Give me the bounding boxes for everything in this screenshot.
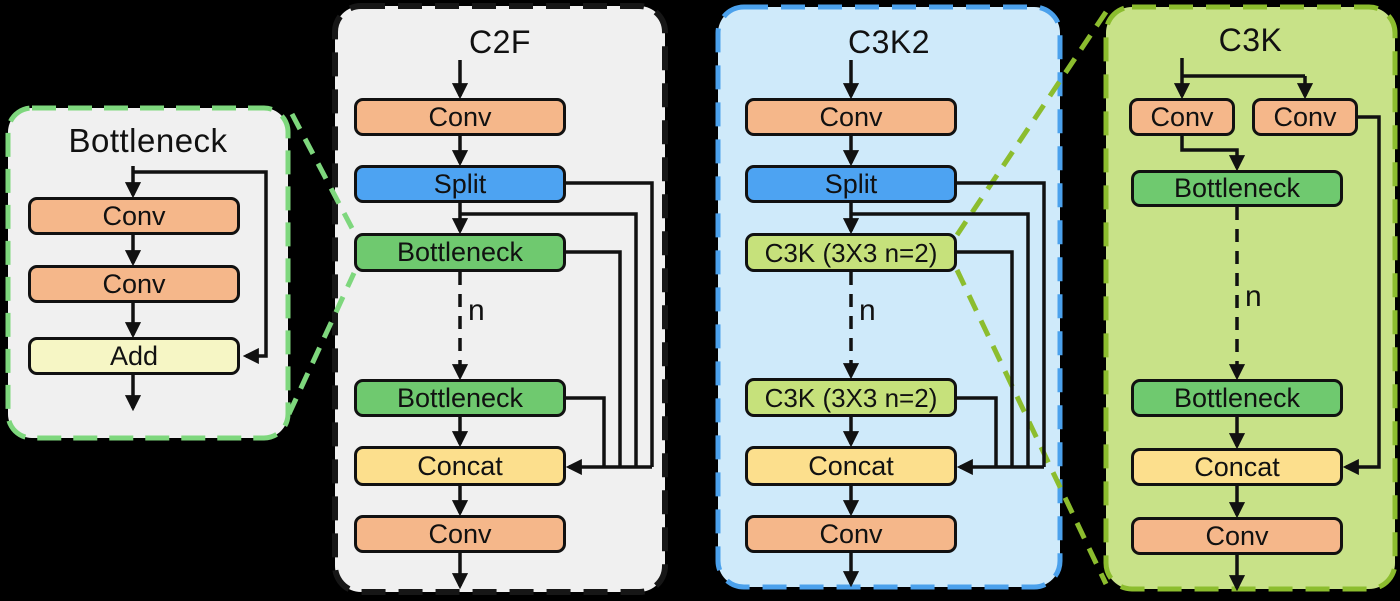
c3k-panel bbox=[1103, 4, 1398, 592]
c3k-concat-box: Concat bbox=[1131, 448, 1343, 486]
c3k2-split-skip-line bbox=[957, 181, 1046, 467]
c3k-conv-bottleneck-arrow bbox=[1180, 136, 1246, 172]
c3k-bottleneck1-box: Bottleneck bbox=[1131, 170, 1343, 207]
c3k-conv-left-box: Conv bbox=[1129, 98, 1235, 136]
c2f-panel bbox=[332, 3, 668, 595]
c3k-bottleneck2-box: Bottleneck bbox=[1131, 379, 1343, 417]
c3k-zoom-line-bottom bbox=[954, 268, 1109, 586]
c2f-concat-box: Concat bbox=[354, 446, 566, 486]
c3k2-split-box: Split bbox=[745, 165, 957, 203]
c3k2-c3k1-skip-line bbox=[957, 250, 1014, 467]
c3k-panel-title: C3K bbox=[1218, 22, 1283, 58]
c3k2-c3k-block1-box: C3K (3X3 n=2) bbox=[745, 233, 957, 272]
c2f-repeat-label: n bbox=[468, 294, 485, 327]
c2f-bottleneck1-skip-line bbox=[566, 250, 622, 467]
c2f-bottleneck2-skip-line bbox=[566, 396, 606, 467]
c3k2-panel bbox=[715, 4, 1063, 590]
c2f-split-box: Split bbox=[354, 165, 566, 203]
c3k2-c3k-block2-box: C3K (3X3 n=2) bbox=[745, 378, 957, 417]
bottleneck-conv2-box: Conv bbox=[28, 265, 240, 303]
c3k2-panel-title: C3K2 bbox=[847, 24, 931, 60]
c3k2-c3k2-skip-line bbox=[957, 396, 998, 467]
c2f-split-skip-line bbox=[566, 181, 654, 467]
c3k-conv-out-box: Conv bbox=[1131, 517, 1343, 555]
c3k2-conv-out-box: Conv bbox=[745, 515, 957, 553]
c2f-panel-title: C2F bbox=[469, 24, 531, 60]
c3k2-concat-box: Concat bbox=[745, 446, 957, 486]
c3k2-repeat-label: n bbox=[859, 294, 876, 327]
c2f-branch-skip-line bbox=[460, 212, 638, 467]
bottleneck-zoom-line-top bbox=[289, 112, 357, 234]
c3k2-conv-in-box: Conv bbox=[745, 98, 957, 136]
c3k-conv-skip-arrow bbox=[1342, 115, 1381, 476]
c3k2-branch-skip-line bbox=[851, 212, 1030, 467]
bottleneck-add-box: Add bbox=[28, 337, 240, 375]
c2f-conv-in-box: Conv bbox=[354, 98, 566, 136]
bottleneck-conv1-box: Conv bbox=[28, 197, 240, 235]
c3k-repeat-label: n bbox=[1245, 280, 1262, 313]
c2f-bottleneck1-box: Bottleneck bbox=[354, 233, 566, 272]
c3k-zoom-line-top bbox=[954, 10, 1109, 237]
bottleneck-skip-line bbox=[133, 170, 268, 365]
c2f-conv-out-box: Conv bbox=[354, 515, 566, 553]
c3k-conv-right-box: Conv bbox=[1252, 98, 1358, 136]
bottleneck-panel-title: Bottleneck bbox=[68, 122, 228, 159]
c2f-bottleneck2-box: Bottleneck bbox=[354, 379, 566, 417]
